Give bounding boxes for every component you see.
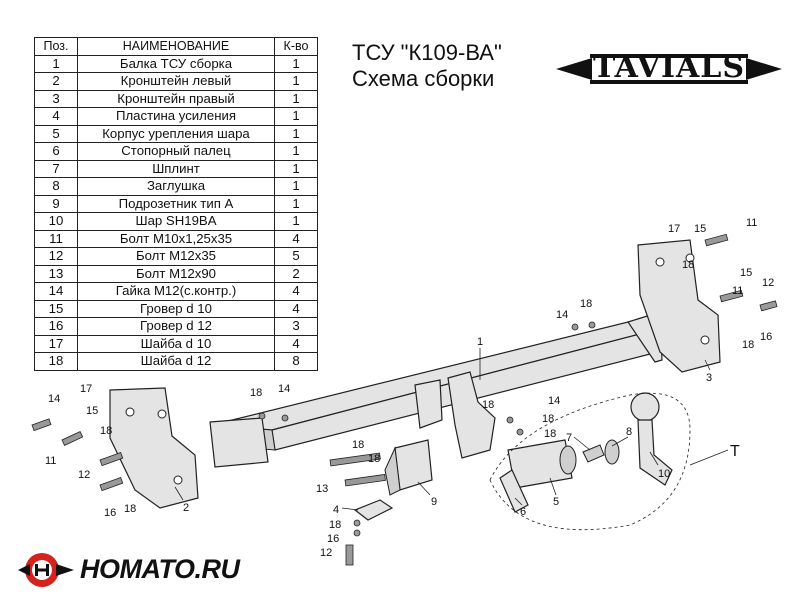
left-bracket-part [109, 387, 199, 509]
callout-fastener: 12 [78, 469, 90, 481]
callout-fastener: 14 [278, 383, 290, 395]
table-cell-name: Гровер d 10 [77, 299, 275, 318]
table-cell-qty: 8 [274, 352, 318, 371]
beam-part [209, 311, 663, 468]
tow-ball-part [582, 392, 673, 486]
brand-logo-shape [556, 54, 782, 84]
callout-fastener: 18 [482, 399, 494, 411]
callout-fastener: 11 [732, 285, 743, 297]
callout-fastener: 14 [556, 309, 568, 321]
title-subtitle: Схема сборки [352, 66, 495, 91]
callout-labels: 1 2 3 4 5 6 7 8 9 10 T [183, 336, 740, 518]
table-cell-name: Шайба d 12 [77, 352, 275, 371]
callout-fastener: 18 [742, 339, 754, 351]
callout-fastener: 18 [682, 259, 694, 271]
table-cell-qty: 4 [274, 282, 318, 301]
callout-fastener: 18 [368, 453, 380, 465]
callout-fastener: 15 [740, 267, 752, 279]
callout-5: 5 [553, 496, 559, 508]
callout-fastener: 12 [762, 277, 774, 289]
right-bracket-part [637, 239, 721, 373]
callout-fastener: 16 [327, 533, 339, 545]
callout-fastener: 11 [746, 217, 757, 229]
leader-lines [174, 348, 729, 511]
table-cell-name: Болт М12х90 [77, 264, 275, 283]
title-model: ТСУ "К109-ВА" [352, 40, 502, 65]
table-cell-name: Корпус урепления шара [77, 124, 275, 143]
table-cell-pos: 10 [34, 212, 78, 231]
bolts-group [31, 233, 778, 566]
callout-6: 6 [520, 506, 526, 518]
callout-3: 3 [706, 372, 712, 384]
callout-fastener: 18 [352, 439, 364, 451]
callout-fastener: 14 [548, 395, 560, 407]
site-logo-icon [18, 553, 74, 587]
brand-name: TAVIALS [592, 50, 746, 85]
callout-fastener: 17 [668, 223, 680, 235]
callout-fastener: 18 [544, 428, 556, 440]
callout-2: 2 [183, 502, 189, 514]
callout-fastener: 18 [124, 503, 136, 515]
table-cell-name: Шайба d 10 [77, 334, 275, 353]
callout-fastener: 16 [760, 331, 772, 343]
callout-7: 7 [566, 432, 572, 444]
callout-fastener: 18 [580, 298, 592, 310]
callout-fastener: 18 [100, 425, 112, 437]
callout-fastener: 18 [250, 387, 262, 399]
site-name: HOMATO.RU [80, 554, 240, 584]
socket-plate-part [384, 439, 433, 496]
callout-fastener: 15 [86, 405, 98, 417]
diagram-title: ТСУ "К109-ВА" Схема сборки [352, 40, 502, 92]
callout-T: T [730, 443, 740, 460]
callout-8: 8 [626, 426, 632, 438]
callout-fastener: 15 [694, 223, 706, 235]
table-cell-pos: 16 [34, 317, 78, 336]
table-cell-qty: 1 [274, 72, 318, 91]
callout-1: 1 [477, 336, 483, 348]
brand-logo: TAVIALS [556, 40, 782, 98]
table-cell-qty: 1 [274, 212, 318, 231]
callout-fastener: 18 [542, 413, 554, 425]
callout-fastener: 11 [45, 455, 56, 467]
callout-fastener: 18 [329, 519, 341, 531]
callout-fastener: 16 [104, 507, 116, 519]
ball-housing-part [499, 439, 577, 513]
reinforcement-plate-part [353, 499, 394, 521]
callout-10: 10 [658, 468, 670, 480]
site-logo: HOMATO.RU [16, 548, 240, 592]
table-cell-pos: 14 [34, 282, 78, 301]
callout-fastener: 12 [320, 547, 332, 559]
callout-fastener: 17 [80, 383, 92, 395]
callout-fastener: 14 [48, 393, 60, 405]
callout-9: 9 [431, 496, 437, 508]
table-cell-pos: 18 [34, 352, 78, 371]
callout-fastener: 13 [316, 483, 328, 495]
callout-4: 4 [333, 504, 339, 516]
